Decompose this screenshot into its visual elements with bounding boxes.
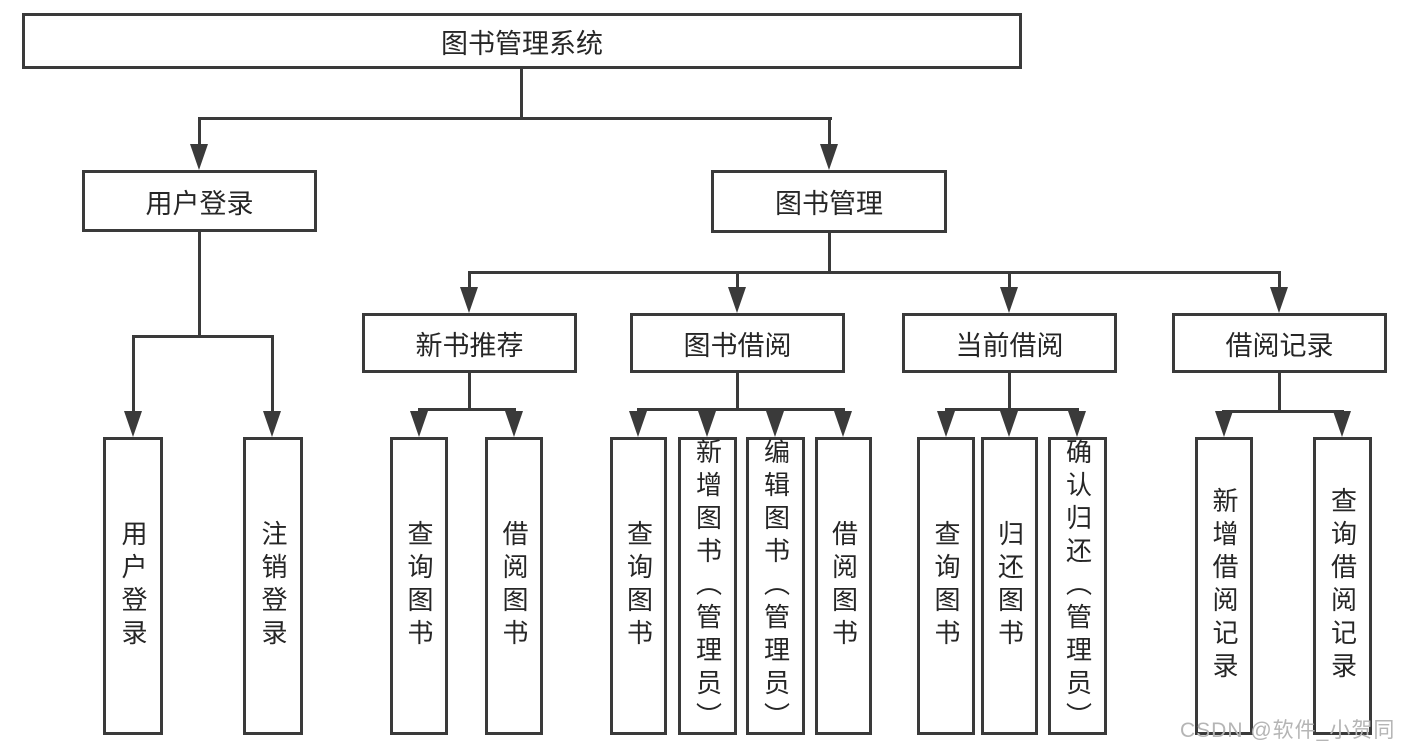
leaf-bb-query-book: 查询图书 (610, 437, 667, 735)
leaf-br-add-record: 新增借阅记录 (1195, 437, 1253, 735)
leaf-nb-borrow-book: 借阅图书 (485, 437, 543, 735)
connector-user-login-hline (132, 335, 274, 338)
connector-current-borrow-stub (1008, 373, 1011, 411)
arrow-to-nb-borrow (505, 411, 523, 437)
connector-borrow-record-hline (1222, 410, 1344, 413)
node-book-mgmt-label: 图书管理 (775, 189, 883, 219)
arrow-to-borrow-record (1270, 287, 1288, 313)
connector-book-borrow-hline (637, 408, 845, 411)
leaf-nb-borrow-book-label: 借阅图书 (499, 520, 529, 652)
leaf-cb-confirm-return-admin-label: 确认归还（管理员） (1062, 437, 1093, 735)
connector-borrow-record-stub (1278, 373, 1281, 413)
arrow-to-cb-query (937, 411, 955, 437)
connector-borrow-record-stem (1278, 271, 1281, 291)
node-book-mgmt: 图书管理 (711, 170, 947, 233)
leaf-bb-add-book-admin: 新增图书（管理员） (678, 437, 737, 735)
leaf-bb-borrow-book: 借阅图书 (815, 437, 872, 735)
connector-book-borrow-stem (736, 271, 739, 291)
arrow-to-user-login (190, 144, 208, 170)
connector-book-mgmt-stem (828, 117, 831, 147)
leaf-bb-edit-book-admin-label: 编辑图书（管理员） (760, 437, 791, 735)
leaf-bb-edit-book-admin: 编辑图书（管理员） (746, 437, 805, 735)
connector-current-borrow-stem (1008, 271, 1011, 291)
node-current-borrow-label: 当前借阅 (955, 330, 1064, 361)
connector-leaf-logout-stem (271, 335, 274, 415)
arrow-to-leaf-logout (263, 411, 281, 437)
leaf-cb-return-book-label: 归还图书 (994, 520, 1025, 652)
arrow-to-current-borrow (1000, 287, 1018, 313)
node-borrow-record-label: 借阅记录 (1225, 330, 1334, 361)
connector-book-mgmt-hline (468, 271, 1280, 274)
arrow-to-bb-query (629, 411, 647, 437)
leaf-br-add-record-label: 新增借阅记录 (1209, 487, 1239, 685)
leaf-logout-label: 注销登录 (258, 520, 288, 652)
leaf-cb-confirm-return-admin: 确认归还（管理员） (1048, 437, 1107, 735)
node-book-borrow-label: 图书借阅 (683, 330, 792, 361)
leaf-nb-query-book-label: 查询图书 (404, 520, 434, 652)
node-library-system: 图书管理系统 (22, 13, 1022, 69)
leaf-nb-query-book: 查询图书 (390, 437, 448, 735)
connector-new-book-stem (468, 271, 471, 291)
arrow-to-bb-edit (766, 411, 784, 437)
leaf-cb-query-book-label: 查询图书 (931, 520, 961, 652)
leaf-user-login-label: 用户登录 (118, 520, 148, 652)
arrow-to-book-borrow (728, 287, 746, 313)
arrow-to-cb-confirm (1068, 411, 1086, 437)
node-new-book-recommend-label: 新书推荐 (415, 330, 524, 361)
connector-new-book-hline (418, 408, 516, 411)
arrow-to-br-add (1215, 411, 1233, 437)
node-current-borrow: 当前借阅 (902, 313, 1117, 373)
node-new-book-recommend: 新书推荐 (362, 313, 577, 373)
csdn-watermark: CSDN @软件_小贺同学 (1180, 719, 1396, 742)
arrow-to-br-query (1333, 411, 1351, 437)
arrow-to-book-mgmt (820, 144, 838, 170)
connector-user-login-stub (198, 232, 201, 338)
leaf-cb-return-book: 归还图书 (981, 437, 1038, 735)
arrow-to-bb-borrow (834, 411, 852, 437)
node-user-login: 用户登录 (82, 170, 317, 232)
leaf-br-query-record-label: 查询借阅记录 (1327, 487, 1358, 685)
leaf-br-query-record: 查询借阅记录 (1313, 437, 1372, 735)
leaf-bb-borrow-book-label: 借阅图书 (828, 520, 859, 652)
arrow-to-new-book (460, 287, 478, 313)
arrow-to-bb-add (698, 411, 716, 437)
arrow-to-leaf-login (124, 411, 142, 437)
connector-book-mgmt-stub (828, 232, 831, 274)
connector-user-login-stem (198, 117, 201, 147)
connector-root-stub (520, 69, 523, 119)
node-library-system-label: 图书管理系统 (441, 28, 603, 59)
node-user-login-label: 用户登录 (145, 188, 254, 219)
leaf-logout: 注销登录 (243, 437, 303, 735)
connector-leaf-login-stem (132, 335, 135, 415)
leaf-bb-add-book-admin-label: 新增图书（管理员） (692, 437, 723, 735)
arrow-to-nb-query (410, 411, 428, 437)
connector-new-book-stub (468, 373, 471, 411)
connector-book-borrow-stub (736, 373, 739, 411)
connector-current-borrow-hline (945, 408, 1079, 411)
leaf-cb-query-book: 查询图书 (917, 437, 975, 735)
leaf-user-login: 用户登录 (103, 437, 163, 735)
connector-root-hline (198, 117, 832, 120)
node-book-borrow: 图书借阅 (630, 313, 845, 373)
node-borrow-record: 借阅记录 (1172, 313, 1387, 373)
leaf-bb-query-book-label: 查询图书 (623, 520, 654, 652)
arrow-to-cb-return (1000, 411, 1018, 437)
